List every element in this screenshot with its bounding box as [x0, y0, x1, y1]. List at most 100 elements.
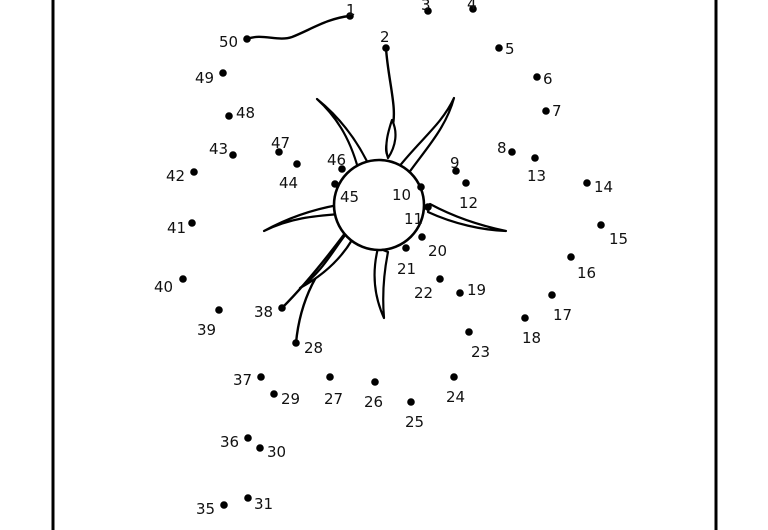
dot-45 [331, 180, 339, 188]
dot-label-49: 49 [195, 69, 214, 87]
dot-label-46: 46 [327, 151, 346, 169]
dot-43 [229, 151, 237, 159]
dot-label-27: 27 [324, 390, 343, 408]
dot-label-38: 38 [254, 303, 273, 321]
dot-41 [188, 219, 196, 227]
dot-label-9: 9 [450, 154, 460, 172]
dot-16 [567, 253, 575, 261]
guide-line-38-28 [280, 230, 348, 310]
ray-lower [373, 246, 390, 320]
dot-12 [462, 179, 470, 187]
dot-label-29: 29 [281, 390, 300, 408]
dot-18 [521, 314, 529, 322]
dot-label-31: 31 [254, 495, 273, 513]
ray-lower-left [298, 232, 354, 290]
dot-label-5: 5 [505, 40, 515, 58]
dot-label-35: 35 [196, 500, 215, 518]
dot-label-2: 2 [380, 28, 390, 46]
dot-42 [190, 168, 198, 176]
guide-line-50-1 [245, 14, 352, 41]
dot-label-50: 50 [219, 33, 238, 51]
dot-30 [256, 444, 264, 452]
dot-3 [424, 7, 432, 15]
dot-label-48: 48 [236, 104, 255, 122]
dot-label-20: 20 [428, 242, 447, 260]
dot-label-24: 24 [446, 388, 465, 406]
dot-39 [215, 306, 223, 314]
dot-29 [270, 390, 278, 398]
dot-46 [338, 165, 346, 173]
dot-10 [417, 183, 425, 191]
dot-40 [179, 275, 187, 283]
dot-label-28: 28 [304, 339, 323, 357]
dot-8 [508, 148, 516, 156]
dot-27 [326, 373, 334, 381]
dot-layer [179, 5, 605, 509]
sun-rays [262, 96, 508, 320]
dot-47 [275, 148, 283, 156]
dot-35 [220, 501, 228, 509]
dot-label-11: 11 [404, 210, 423, 228]
dot-1 [346, 12, 354, 20]
dot-label-36: 36 [220, 433, 239, 451]
dot-label-47: 47 [271, 134, 290, 152]
dot-37 [257, 373, 265, 381]
dot-11 [424, 203, 432, 211]
dot-23 [465, 328, 473, 336]
dot-label-12: 12 [459, 194, 478, 212]
dot-21 [402, 244, 410, 252]
dot-label-45: 45 [340, 188, 359, 206]
dot-label-21: 21 [397, 260, 416, 278]
dot-label-23: 23 [471, 343, 490, 361]
dot-label-37: 37 [233, 371, 252, 389]
dot-50 [243, 35, 251, 43]
dot-38 [278, 304, 286, 312]
dot-25 [407, 398, 415, 406]
dot-label-25: 25 [405, 413, 424, 431]
dot-label-10: 10 [392, 186, 411, 204]
dot-31 [244, 494, 252, 502]
dot-4 [469, 5, 477, 13]
dot-15 [597, 221, 605, 229]
ray-left [262, 203, 342, 233]
dot-label-39: 39 [197, 321, 216, 339]
dot-19 [456, 289, 464, 297]
ray-right [426, 202, 508, 233]
dot-26 [371, 378, 379, 386]
dot-label-44: 44 [279, 174, 298, 192]
dot-49 [219, 69, 227, 77]
dot-label-26: 26 [364, 393, 383, 411]
dot-6 [533, 73, 541, 81]
sun-circle [332, 158, 426, 252]
dot-label-17: 17 [553, 306, 572, 324]
dot-label-8: 8 [497, 139, 507, 157]
dot-label-18: 18 [522, 329, 541, 347]
dot-label-13: 13 [527, 167, 546, 185]
dot-17 [548, 291, 556, 299]
dot-label-40: 40 [154, 278, 173, 296]
dot-7 [542, 107, 550, 115]
dot-label-14: 14 [594, 178, 613, 196]
dot-13 [531, 154, 539, 162]
dot-44 [293, 160, 301, 168]
dot-36 [244, 434, 252, 442]
dot-label-1: 1 [346, 1, 356, 19]
dot-label-4: 4 [467, 0, 477, 13]
dot-24 [450, 373, 458, 381]
ray-upper-right [396, 96, 456, 176]
dot-22 [436, 275, 444, 283]
dot-28 [292, 339, 300, 347]
dot-48 [225, 112, 233, 120]
dot-9 [452, 167, 460, 175]
dot-label-22: 22 [414, 284, 433, 302]
dot-label-7: 7 [552, 102, 562, 120]
dot-label-41: 41 [167, 219, 186, 237]
dot-label-42: 42 [166, 167, 185, 185]
dot-label-6: 6 [543, 70, 553, 88]
dot-label-19: 19 [467, 281, 486, 299]
dot-label-3: 3 [421, 0, 431, 14]
dot-label-16: 16 [577, 264, 596, 282]
dot-20 [418, 233, 426, 241]
